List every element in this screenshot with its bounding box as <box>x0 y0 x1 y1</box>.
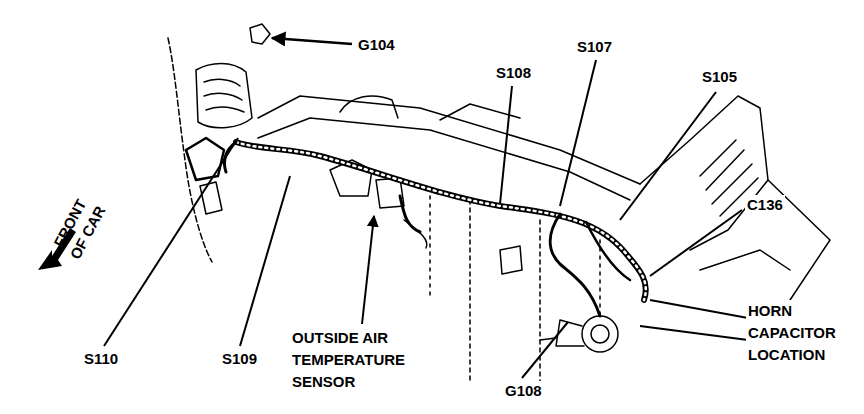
callout-number: G108 <box>503 381 544 401</box>
callout-label: OUTSIDE AIR TEMPERATURE SENSOR <box>290 327 434 393</box>
callout-label: HORN CAPACITOR LOCATION <box>746 300 858 366</box>
callout-number: S109 <box>220 349 259 369</box>
callout-number: G104 <box>356 35 397 55</box>
callout-number: S110 <box>82 349 120 369</box>
callout-number: S108 <box>494 63 533 83</box>
callout-number: C136 <box>745 195 785 215</box>
callout-number: S107 <box>575 37 614 57</box>
callout-number: S105 <box>700 67 739 87</box>
